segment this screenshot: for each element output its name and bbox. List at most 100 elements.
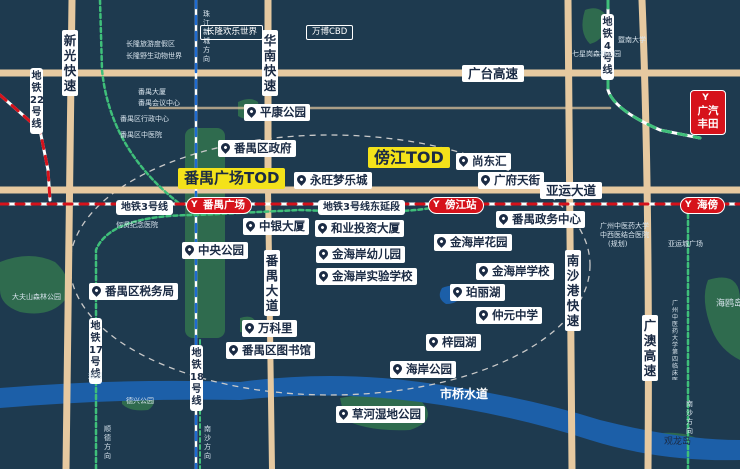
poi-district-gov[interactable]: 番禺区政府: [218, 140, 296, 157]
pin-icon: [479, 173, 492, 186]
label-dehe: 德兴公园: [126, 397, 154, 405]
poi-shangdong[interactable]: 尚东汇: [456, 153, 511, 170]
label-line3-east: 地铁3号线东延段: [318, 200, 405, 215]
pin-icon: [295, 173, 308, 186]
poi-jinhai-exp[interactable]: 金海岸实验学校: [316, 268, 417, 285]
poi-pearl-lake[interactable]: 珀丽湖: [450, 284, 505, 301]
highlight-bangjiang-tod: 傍江TOD: [368, 147, 450, 168]
label-shiqiao-water: 市桥水道: [440, 387, 489, 401]
label-guangtai: 广台高速: [462, 65, 525, 82]
poi-yongwang[interactable]: 永旺梦乐城: [294, 172, 372, 189]
metro-line22: [0, 93, 52, 202]
pin-icon: [477, 308, 490, 321]
pin-icon: [243, 321, 256, 334]
label-tcm-note: (规划): [608, 240, 628, 248]
label-line22: 地铁22号线: [30, 68, 44, 134]
poi-caohe-park[interactable]: 草河湿地公园: [336, 406, 425, 423]
label-xinguang: 新光快速: [62, 30, 78, 96]
pin-icon: [497, 212, 510, 225]
highlight-panyu-tod: 番禺广场TOD: [178, 168, 286, 189]
poi-hexing[interactable]: 和业投资大厦: [315, 220, 404, 237]
poi-wanke[interactable]: 万科里: [242, 320, 297, 337]
pin-icon: [245, 105, 258, 118]
label-panyu-admin: 番禺区行政中心: [120, 115, 169, 123]
label-wanbo-cbd: 万博CBD: [306, 25, 354, 40]
label-tcm-uni-cbd: 广州中医药大学第四临床医学院(规划): [672, 300, 679, 380]
pin-icon: [317, 269, 330, 282]
pin-icon: [337, 407, 350, 420]
poi-gov-center[interactable]: 番禺政务中心: [496, 211, 585, 228]
poi-central-park[interactable]: 中央公园: [182, 242, 248, 259]
pin-icon: [391, 362, 404, 375]
poi-tax-bureau[interactable]: 番禺区税务局: [89, 283, 178, 300]
label-chimelong-resort: 长隆旅游度假区: [126, 40, 175, 48]
metro-line3-west: [98, 0, 198, 206]
label-line3: 地铁3号线: [116, 200, 173, 215]
poi-guangfu[interactable]: 广府天街: [478, 172, 544, 189]
metro-line4: [606, 0, 702, 140]
label-dafushan: 大夫山森林公园: [12, 293, 61, 301]
pin-icon: [451, 285, 464, 298]
poi-jinhai-kinder[interactable]: 金海岸幼儿园: [316, 246, 405, 263]
road-guangao: [638, 0, 652, 469]
pin-icon: [317, 247, 330, 260]
pin-icon: [90, 284, 103, 297]
label-yayun: 亚运大道: [540, 182, 603, 199]
road-nansha: [564, 0, 576, 469]
label-guangao: 广澳高速: [642, 315, 658, 381]
dafushan-park: [0, 256, 69, 314]
pin-icon: [316, 221, 329, 234]
label-shunde-dir: 顺德方向: [104, 425, 111, 460]
pin-icon: [219, 141, 232, 154]
poi-pingkang-park[interactable]: 平康公园: [244, 104, 310, 121]
label-haiou: 海鸥岛: [716, 299, 740, 309]
pin-icon: [244, 219, 257, 232]
poi-jinhai-school[interactable]: 金海岸学校: [476, 263, 554, 280]
metro-icon: Y: [191, 200, 198, 210]
label-yayun-city: 亚运城广场: [668, 240, 703, 248]
poi-haian-park[interactable]: 海岸公园: [390, 361, 456, 378]
label-panyu-dadao: 番禺大道: [264, 250, 280, 316]
poi-zhongyin[interactable]: 中银大厦: [243, 218, 309, 235]
metro-icon: Y: [685, 200, 692, 210]
shiqiao-river: [0, 376, 740, 461]
haiou-park: [704, 277, 740, 360]
label-tcm2: 中西医结合医院: [600, 231, 649, 239]
label-huanan: 华南快速: [262, 30, 278, 96]
metro-line4-green: [606, 0, 702, 140]
label-panyu-building: 番禺大厦: [138, 88, 166, 96]
label-panyu-hospital: 番禺区中医院: [120, 131, 162, 139]
label-nansha-dir: 南沙方向: [204, 425, 211, 460]
central-park-green: [185, 128, 225, 338]
pin-icon: [457, 154, 470, 167]
label-panyu-hall: 番禺会议中心: [138, 99, 180, 107]
label-nansha: 南沙港快速: [565, 250, 581, 331]
label-line17: 地铁17号线: [89, 318, 103, 384]
metro-icon: Y: [702, 93, 709, 103]
label-line18: 地铁18号线: [190, 345, 204, 411]
label-tcm1: 广州中医药大学: [600, 222, 649, 230]
pin-icon: [227, 343, 240, 356]
pin-icon: [477, 264, 490, 277]
label-nansha-dir2: 南沙方向: [686, 400, 693, 435]
pin-icon: [435, 235, 448, 248]
label-line17-note: 规划: [88, 372, 102, 380]
poi-jinhai-garden[interactable]: 金海岸花园: [434, 234, 512, 251]
label-hexian: 何贤纪念医院: [116, 221, 158, 229]
pin-icon: [427, 335, 440, 348]
label-qilu: 七星岗森林公园: [572, 50, 621, 58]
metro-icon: Y: [433, 200, 440, 210]
poi-zhongyuan[interactable]: 仲元中学: [476, 307, 542, 324]
label-chimelong-world: 长隆欢乐世界: [200, 25, 264, 40]
poi-library[interactable]: 番禺区图书馆: [226, 342, 315, 359]
label-guanlong: 观龙岛: [664, 437, 692, 447]
label-line4: 地铁4号线: [601, 14, 614, 80]
label-top-line-dir: 珠江新城方向: [203, 10, 210, 63]
poi-ziyuan-lake[interactable]: 梓园湖: [426, 334, 481, 351]
pin-icon: [183, 243, 196, 256]
